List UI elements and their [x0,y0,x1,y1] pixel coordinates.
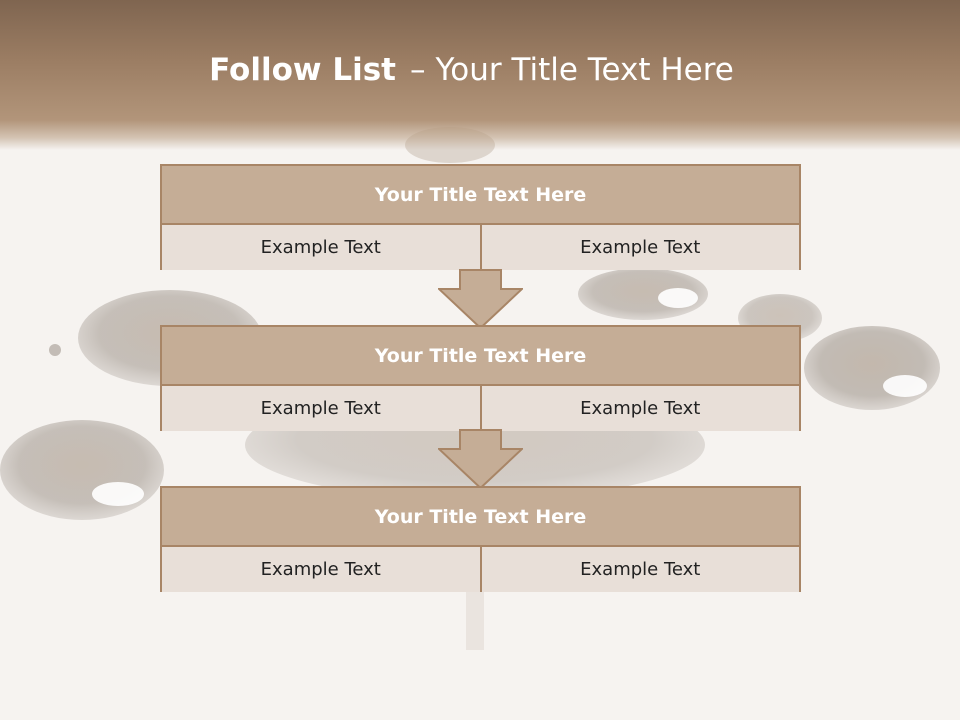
title-separator: – [409,52,426,88]
block-cell-right: Example Text [479,547,799,592]
title-bold-part: Follow List [209,52,396,88]
block-heading: Your Title Text Here [162,327,799,386]
header-band [0,0,960,150]
block-cell-left: Example Text [162,547,480,592]
block-heading: Your Title Text Here [162,488,799,547]
list-block-2: Your Title Text Here Example Text Exampl… [160,325,801,431]
block-cell-left: Example Text [162,386,480,431]
block-cell-right: Example Text [479,386,799,431]
block-row: Example Text Example Text [162,386,799,431]
block-row: Example Text Example Text [162,547,799,592]
list-block-3: Your Title Text Here Example Text Exampl… [160,486,801,592]
block-heading: Your Title Text Here [162,166,799,225]
down-arrow-icon [438,429,523,489]
block-row: Example Text Example Text [162,225,799,270]
block-cell-left: Example Text [162,225,480,270]
list-block-1: Your Title Text Here Example Text Exampl… [160,164,801,270]
block-cell-right: Example Text [479,225,799,270]
title-rest: Your Title Text Here [435,52,734,88]
down-arrow-icon [438,269,523,329]
slide-title: Follow List–Your Title Text Here [0,52,943,88]
